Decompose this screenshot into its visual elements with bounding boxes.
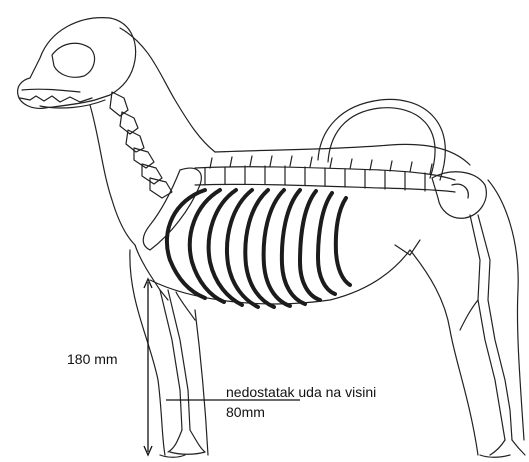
front-leg — [135, 245, 205, 454]
tail — [318, 99, 445, 180]
missing-limb-label-line1: nedostatak uda na visini — [226, 384, 376, 400]
height-label: 180 mm — [67, 351, 118, 367]
spine — [195, 156, 455, 192]
hind-leg — [460, 215, 525, 455]
missing-limb-label-line2: 80mm — [226, 404, 265, 420]
cervical-vertebrae — [110, 92, 172, 198]
back-outline — [215, 144, 470, 165]
throat-outline — [90, 105, 135, 245]
measurements — [144, 279, 300, 455]
scapula — [143, 168, 201, 250]
rib-cage — [167, 190, 350, 307]
